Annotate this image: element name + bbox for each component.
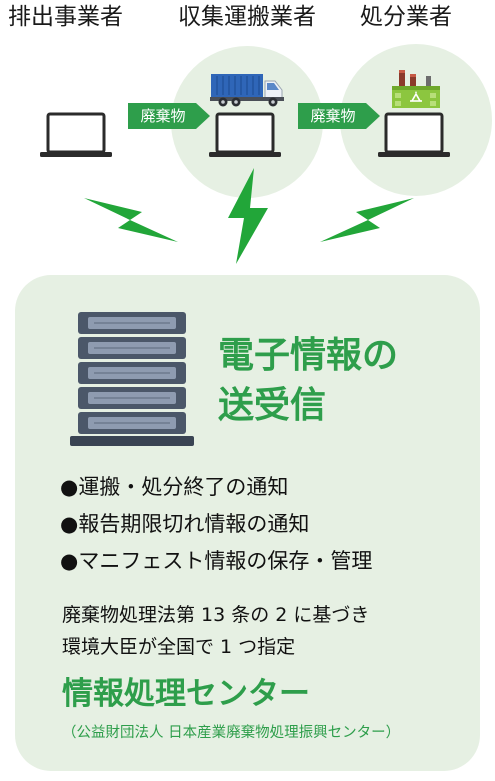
law-basis-line2: 環境大臣が全国で 1 つ指定 [62,636,296,658]
center-organization: （公益財団法人 日本産業廃棄物処理振興センター） [62,725,401,741]
disposer-title: 処分業者 [360,4,452,30]
waste-arrow-2-label: 廃棄物 [310,107,356,125]
lightning-bolt-center-icon [228,168,268,264]
lightning-bolt-right-icon [320,198,414,242]
center-name: 情報処理センター [62,676,310,712]
bullet-item-1: ●運搬・処分終了の通知 [60,475,289,499]
emitter-laptop-icon [40,112,112,157]
server-icon [70,312,194,446]
bullet-item-3: ●マニフェスト情報の保存・管理 [60,549,373,573]
waste-arrow-1-label: 廃棄物 [140,107,186,125]
law-basis-line1: 廃棄物処理法第 13 条の 2 に基づき [62,604,370,626]
emitter-title: 排出事業者 [8,4,123,30]
collector-title: 収集運搬業者 [178,4,316,30]
factory-icon [392,70,440,108]
bullet-item-2: ●報告期限切れ情報の通知 [60,512,310,536]
lightning-bolt-left-icon [84,198,178,242]
truck-icon [210,74,284,107]
disposer-laptop-icon [378,112,450,157]
collector-laptop-icon [209,112,281,157]
center-title-line2: 送受信 [218,385,327,426]
center-title-line1: 電子情報の [218,335,399,376]
waste-arrow-2: 廃棄物 [298,103,382,129]
waste-arrow-1: 廃棄物 [128,103,212,129]
